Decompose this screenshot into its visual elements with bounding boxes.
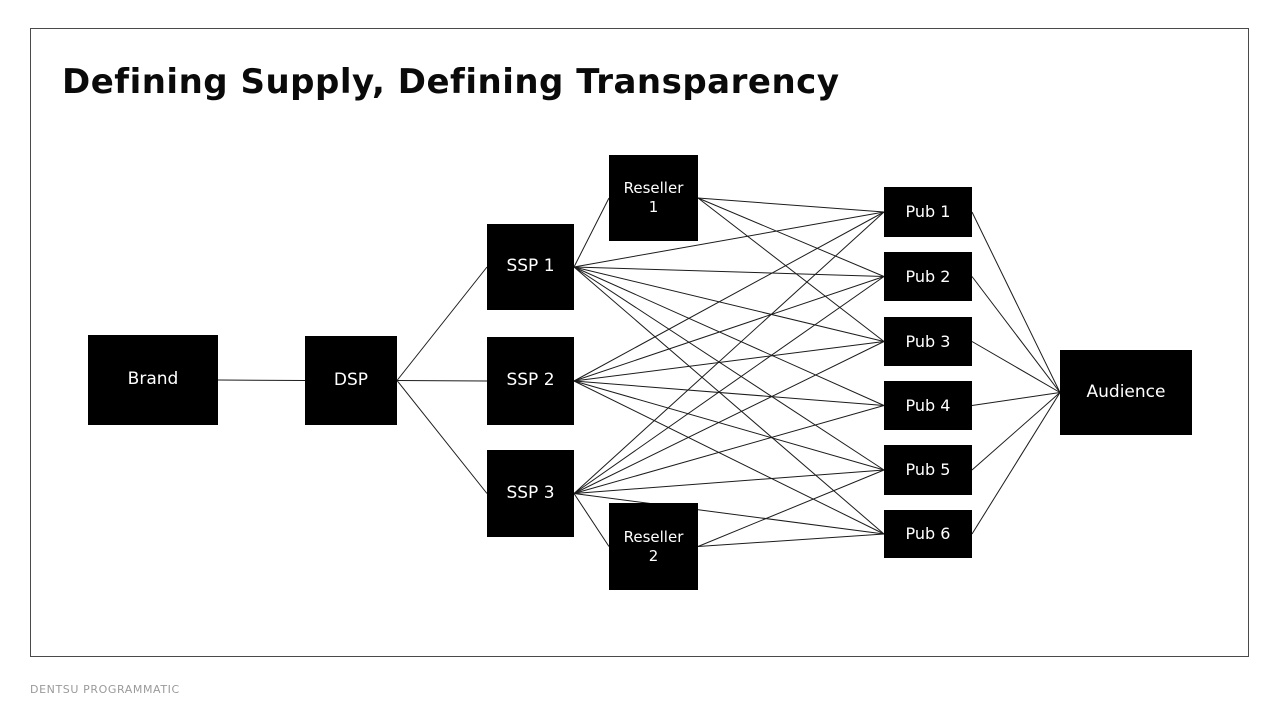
node-pub4: Pub 4 xyxy=(884,381,972,430)
node-ssp3: SSP 3 xyxy=(487,450,574,537)
node-dsp: DSP xyxy=(305,336,397,425)
node-pub2: Pub 2 xyxy=(884,252,972,301)
node-pub3: Pub 3 xyxy=(884,317,972,366)
node-pub1: Pub 1 xyxy=(884,187,972,237)
node-pub6: Pub 6 xyxy=(884,510,972,558)
slide-title: Defining Supply, Defining Transparency xyxy=(62,62,840,102)
node-brand: Brand xyxy=(88,335,218,425)
node-audience: Audience xyxy=(1060,350,1192,435)
node-pub5: Pub 5 xyxy=(884,445,972,495)
footer-brand-text: DENTSU PROGRAMMATIC xyxy=(30,683,180,696)
node-ssp2: SSP 2 xyxy=(487,337,574,425)
node-ssp1: SSP 1 xyxy=(487,224,574,310)
